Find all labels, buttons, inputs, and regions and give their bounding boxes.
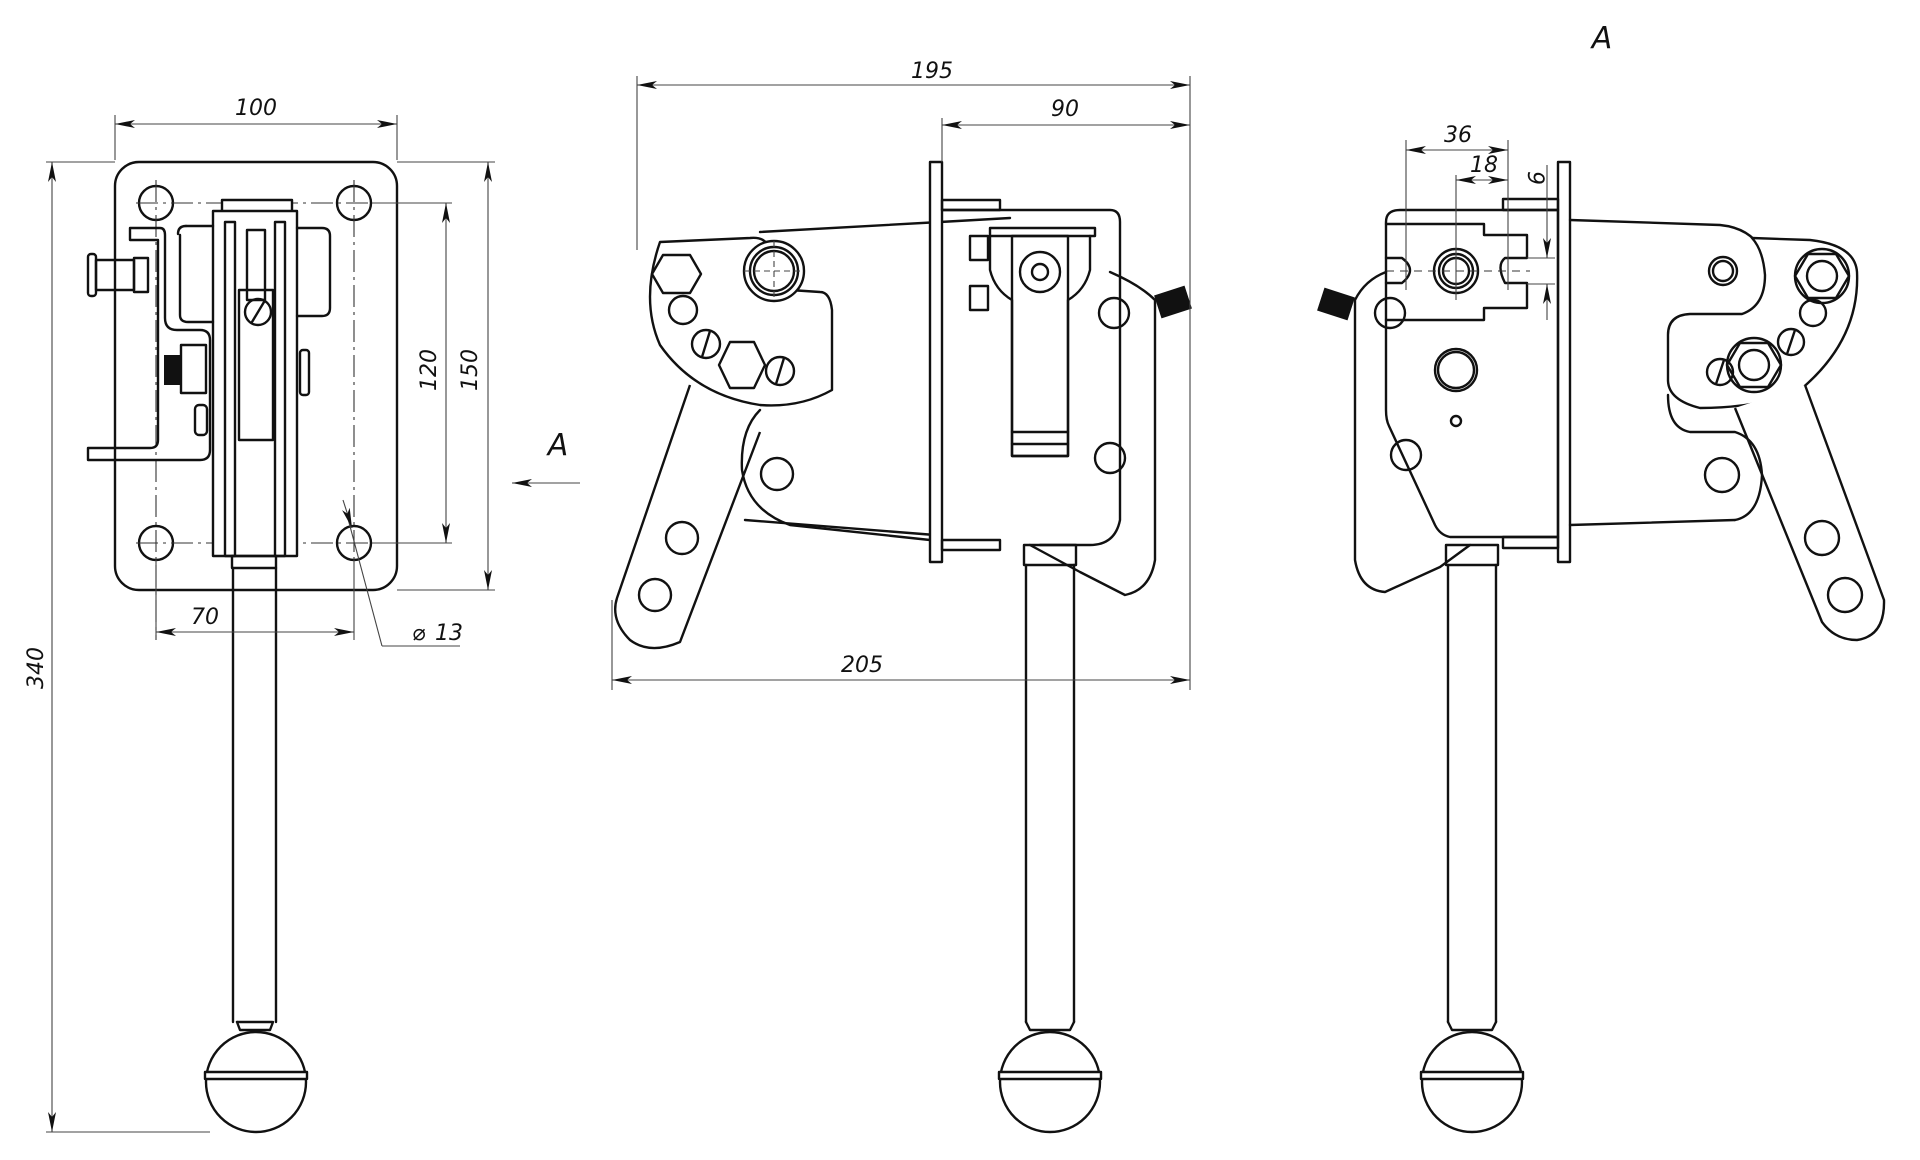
dimension-overall-width-top: 195	[636, 59, 1191, 690]
dim-label: 195	[911, 59, 953, 84]
threaded-stud	[1154, 285, 1192, 319]
dim-label: 90	[1051, 97, 1079, 122]
dimension-slot-half-spacing: 18	[1456, 153, 1508, 184]
slotted-screw	[243, 297, 273, 327]
dimension-height-plate: 150	[397, 161, 495, 591]
dimension-slot-spacing: 36	[1406, 123, 1508, 154]
view-a-label: A	[1590, 21, 1613, 56]
dimension-width-plate: 100	[114, 96, 398, 160]
dim-label: 120	[417, 349, 442, 391]
dim-label: 150	[458, 349, 483, 391]
dim-label: 13	[435, 621, 463, 646]
dimension-hole-spacing-vertical: 120	[372, 202, 452, 544]
lever-knob	[203, 1020, 309, 1134]
dimension-overall-height: 340	[24, 161, 210, 1133]
mounting-plate	[113, 160, 399, 592]
housing	[1384, 208, 1560, 539]
dimension-flange-offset: 90	[941, 97, 1190, 162]
view-a: A	[1317, 21, 1886, 1134]
view-arrow-label: A	[546, 428, 569, 463]
view-arrow-a: A	[512, 428, 580, 487]
hex-bolt	[650, 253, 703, 295]
swing-arm	[613, 384, 762, 650]
dim-label: 36	[1444, 123, 1472, 148]
flange	[928, 160, 944, 564]
swing-arm	[1733, 384, 1886, 642]
dimension-hole-diameter: ⌀ 13	[342, 499, 463, 647]
dim-label: 18	[1470, 153, 1498, 178]
lever-knob	[1419, 1020, 1525, 1134]
flange	[1556, 160, 1572, 564]
dimension-hole-spacing-horizontal: 70	[155, 560, 355, 640]
side-view: 195 90 205	[611, 59, 1192, 1134]
dimension-overall-width-bottom: 205	[611, 600, 1190, 690]
dim-label: 100	[235, 96, 277, 121]
front-view: 100 120 150 70 ⌀ 13	[24, 96, 580, 1134]
cam-plate	[1666, 236, 1859, 410]
lever-rod	[230, 554, 278, 570]
dim-label: 9	[1522, 171, 1547, 185]
lever-tab	[1010, 234, 1070, 458]
threaded-stud	[1317, 287, 1355, 321]
hex-nut	[179, 343, 208, 395]
dimension-slot-width: 9	[1522, 165, 1555, 320]
side-bracket	[86, 226, 212, 462]
dim-label: 205	[841, 653, 883, 678]
dim-label: 70	[191, 605, 219, 630]
dim-label: 340	[24, 647, 49, 689]
diameter-symbol: ⌀	[412, 621, 426, 646]
lever-knob	[997, 1020, 1103, 1134]
